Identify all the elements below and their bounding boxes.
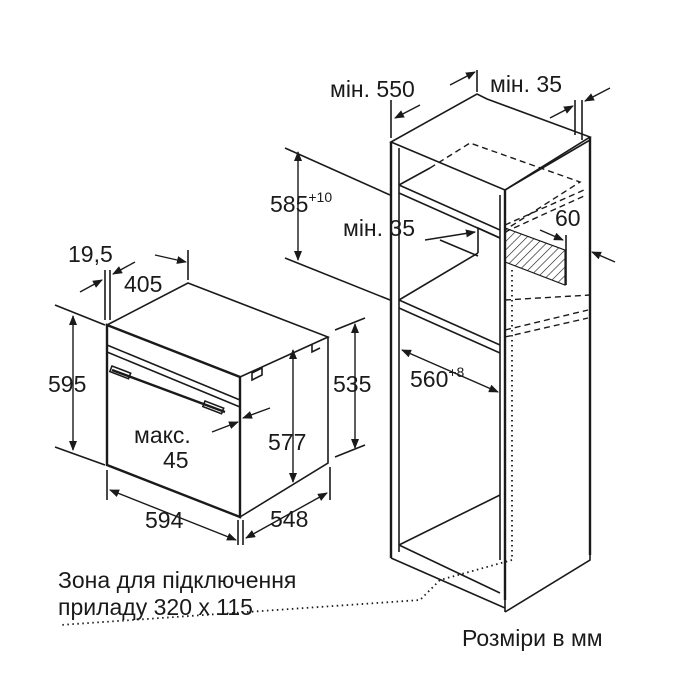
niche-width-label: 560+8 [410,364,465,392]
oven-dimensions [54,250,366,545]
cabinet-depth-label: мін. 550 [330,76,415,102]
niche-height-value: 585 [270,191,308,217]
niche-height-tolerance: +10 [308,189,332,205]
oven-width-label: 594 [145,507,184,533]
units-note: Розміри в мм [462,625,603,651]
cabinet-drawing [59,93,592,626]
niche-width-tolerance: +8 [448,364,464,380]
connection-zone-line2: приладу 320 x 115 [58,594,253,620]
oven-drawing [105,282,331,519]
top-depth-label: 405 [124,271,162,297]
max-label: макс. [134,422,191,448]
side-height-label: 535 [333,371,371,397]
vent-label: 60 [555,205,581,231]
niche-width-value: 560 [410,366,448,392]
cabinet-dimensions [284,70,616,393]
max-value: 45 [163,447,189,473]
inner-height-label: 577 [268,429,306,455]
oven-height-label: 595 [48,371,86,397]
niche-height-label: 585+10 [270,189,332,217]
rear-gap-label: мін. 35 [490,71,562,97]
connection-zone-line1: Зона для підключення [58,567,296,593]
panel-thickness-label: 19,5 [68,241,113,267]
oven-depth-label: 548 [270,506,308,532]
shelf-gap-label: мін. 35 [343,215,415,241]
